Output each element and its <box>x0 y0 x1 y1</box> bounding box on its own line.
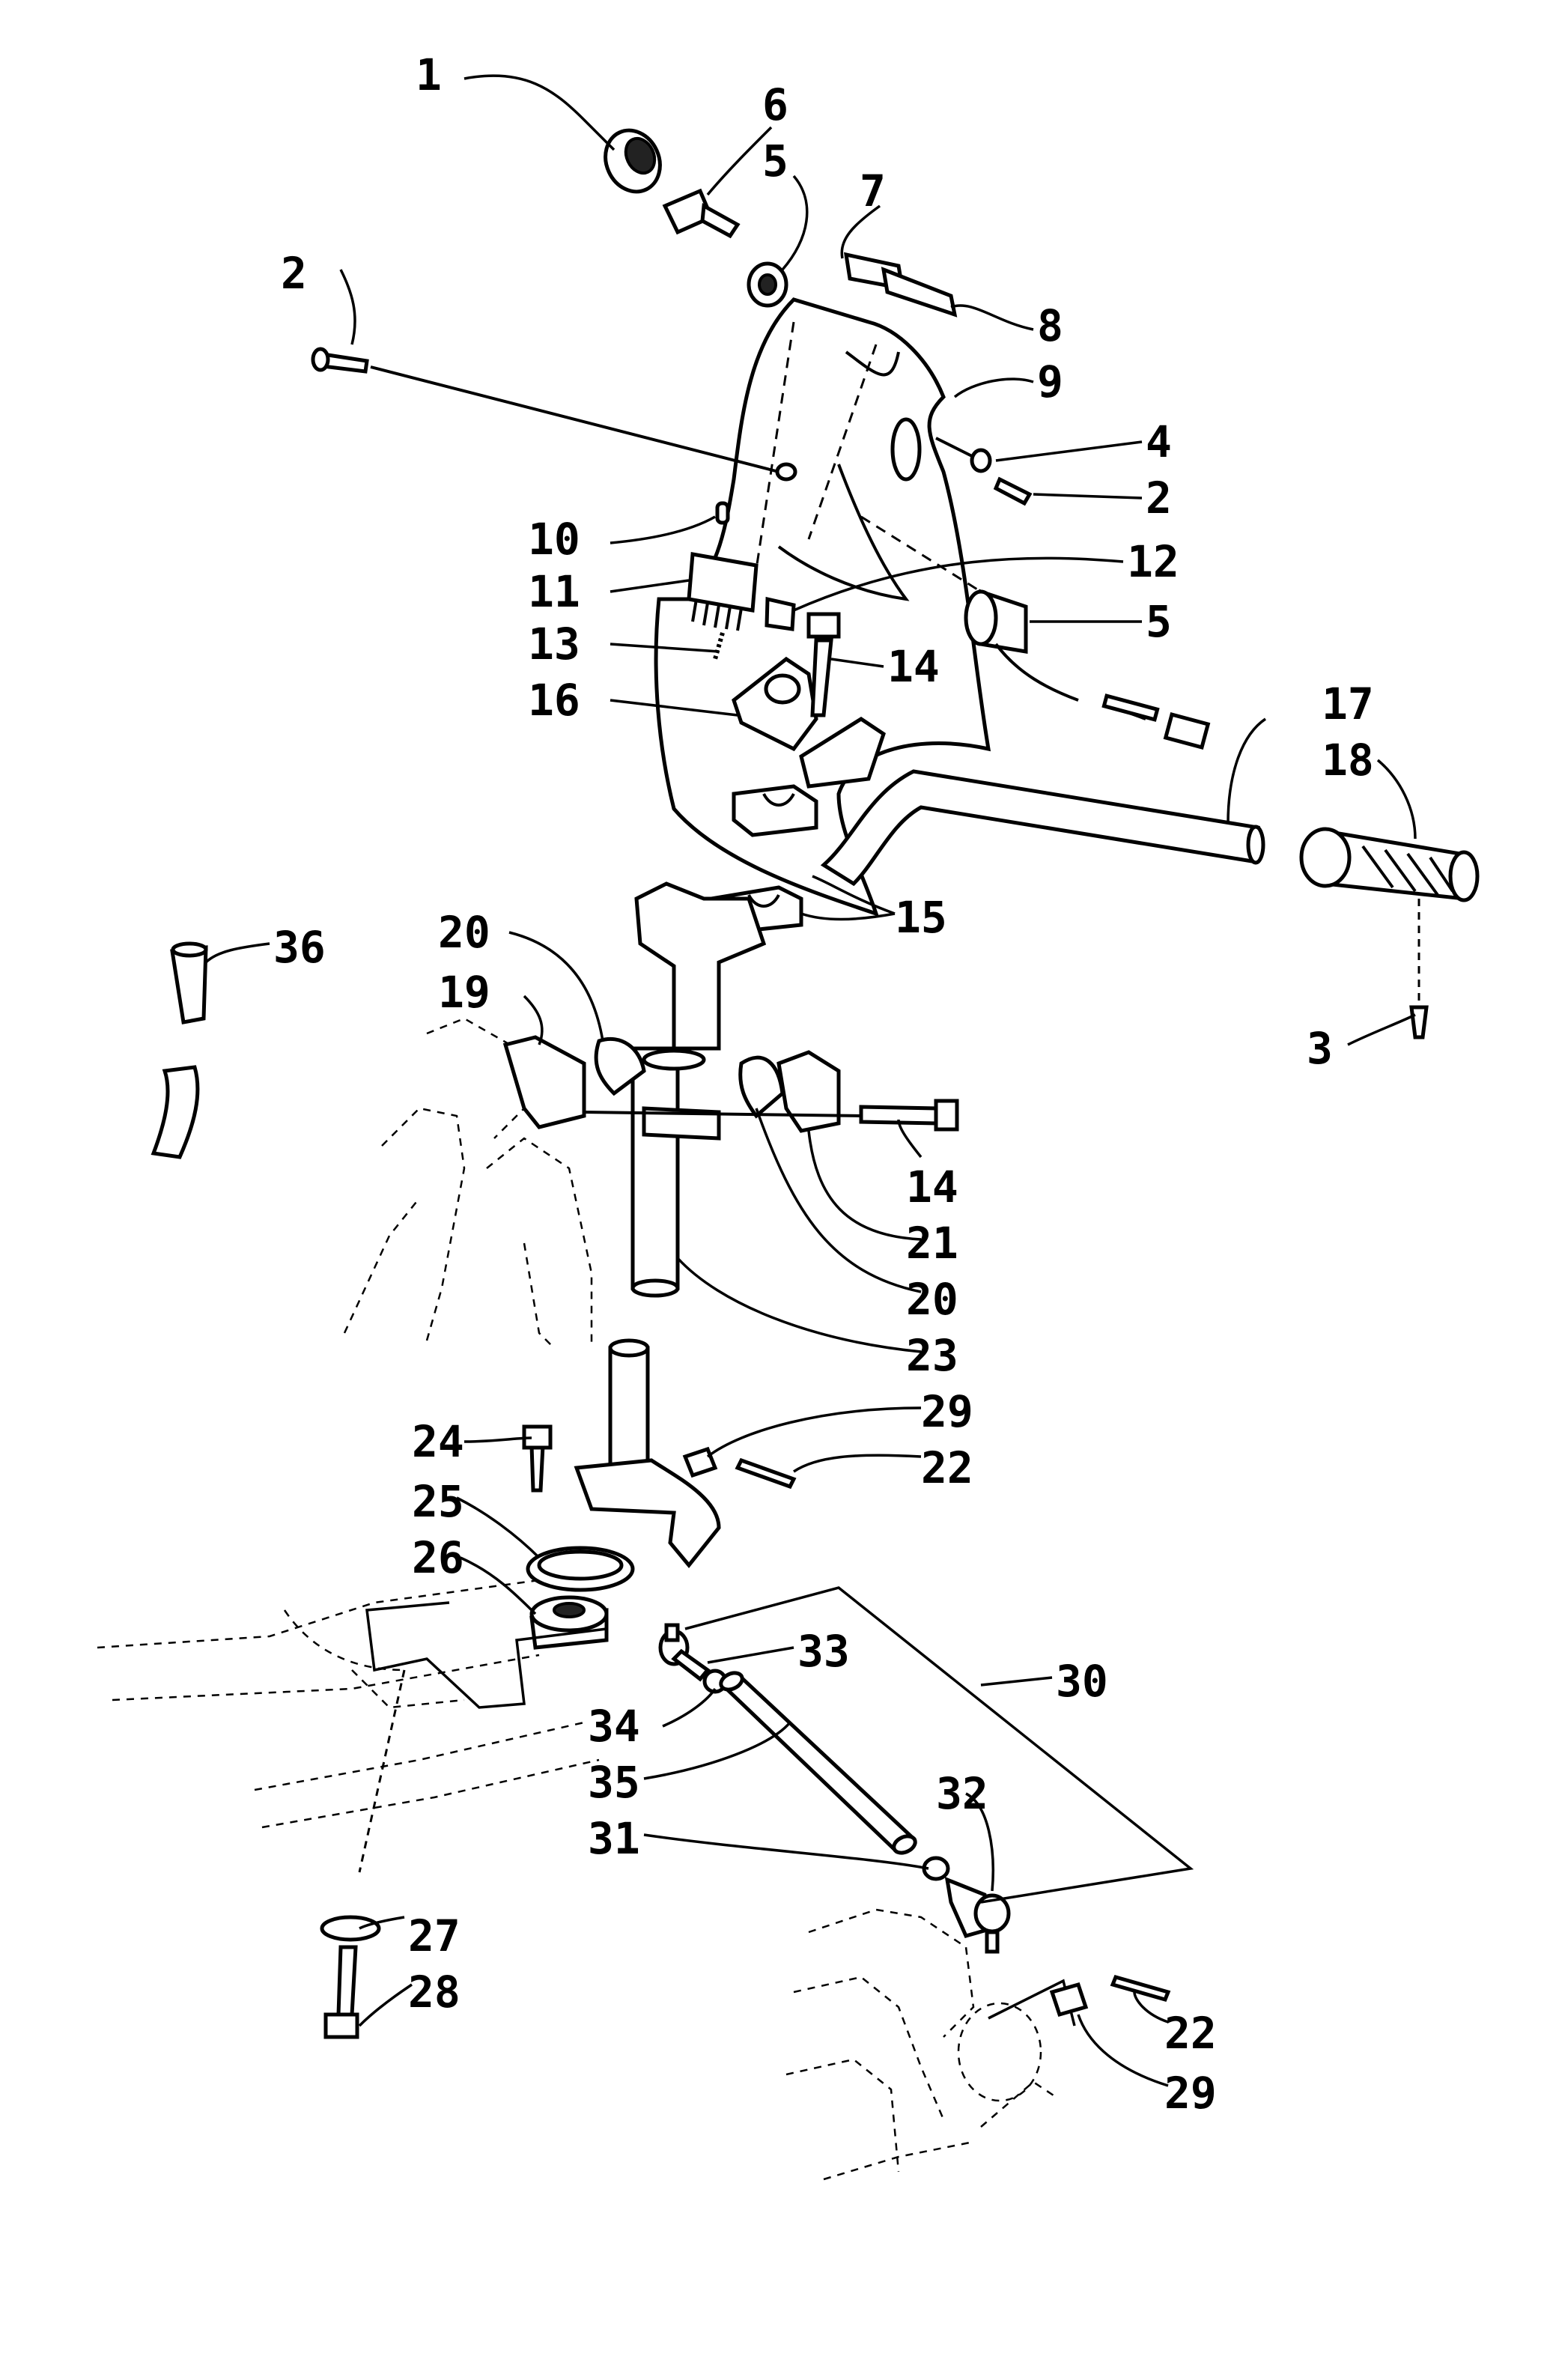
label-27: 27 <box>408 1910 461 1961</box>
label-5-lower: 5 <box>1146 596 1172 647</box>
label-32: 32 <box>936 1768 988 1819</box>
label-6: 6 <box>762 79 788 130</box>
label-29-upper: 29 <box>921 1386 973 1437</box>
label-20-upper: 20 <box>438 907 490 958</box>
part-20-bushing-right <box>738 1055 785 1119</box>
label-17: 17 <box>1322 679 1374 729</box>
label-1: 1 <box>416 49 442 100</box>
lower-steering-shaft <box>574 1338 721 1568</box>
label-8: 8 <box>1037 300 1063 351</box>
part-8-indicator-lens <box>881 267 958 318</box>
label-9: 9 <box>1037 356 1063 407</box>
label-36: 36 <box>273 922 326 973</box>
part-22-cotter-lower <box>1110 1974 1171 2003</box>
label-34: 34 <box>588 1701 640 1752</box>
part-11-switch <box>687 552 759 631</box>
label-3: 3 <box>1307 1023 1333 1074</box>
bolt-axis-lower <box>358 1669 406 1873</box>
label-14-upper: 14 <box>887 641 940 692</box>
part-4-washer <box>970 448 992 473</box>
part-33-tie-rod-end <box>658 1623 711 1682</box>
part-5-kill-switch <box>860 515 1211 750</box>
part-29-nut-lower <box>1049 1982 1089 2018</box>
label-7: 7 <box>860 166 886 216</box>
part-14-upper-bolt <box>806 612 841 717</box>
part-23-steering-post <box>630 881 767 1298</box>
label-30: 30 <box>1056 1656 1108 1707</box>
part-19-clamp <box>502 1035 586 1129</box>
part-36-hose <box>151 941 208 1159</box>
label-11: 11 <box>528 566 580 617</box>
part-24-bolt <box>522 1424 553 1493</box>
frame-ghost-left <box>343 1017 593 1349</box>
label-19: 19 <box>438 967 490 1018</box>
part-21-clamp <box>776 1050 841 1133</box>
label-33: 33 <box>797 1626 850 1677</box>
part-1-cap <box>604 128 662 194</box>
part-17-handlebar <box>820 769 1265 887</box>
part-14-lower-bolt <box>583 1099 959 1132</box>
part-13-pin <box>713 632 725 660</box>
part-20-bushing-left <box>594 1036 646 1096</box>
label-4: 4 <box>1146 416 1172 467</box>
leader-lines <box>204 74 1417 2087</box>
label-22-upper: 22 <box>921 1442 973 1493</box>
label-25: 25 <box>412 1476 464 1527</box>
part-labels: 1 6 5 7 2 8 9 4 2 10 12 11 5 13 14 16 17… <box>273 49 1374 2119</box>
label-2-right: 2 <box>1146 473 1172 523</box>
label-31: 31 <box>588 1813 640 1864</box>
label-10: 10 <box>528 514 580 565</box>
label-29-lower: 29 <box>1164 2068 1217 2119</box>
part-5-ring <box>747 261 788 308</box>
part-35-tie-rod <box>719 1671 917 1855</box>
part-22-cotter-upper <box>735 1457 797 1490</box>
kit-bracket-30 <box>684 1586 1194 1904</box>
part-2-short-screw <box>935 437 1033 506</box>
part-2-long-screw <box>311 347 779 473</box>
label-13: 13 <box>528 619 580 670</box>
part-27-washer <box>320 1915 381 1942</box>
label-24: 24 <box>412 1416 464 1467</box>
frame-ghost-lower <box>97 1579 600 1829</box>
label-16: 16 <box>528 675 580 726</box>
label-2-left: 2 <box>281 248 307 299</box>
label-35: 35 <box>588 1757 640 1808</box>
label-21: 21 <box>906 1218 958 1269</box>
label-22-lower: 22 <box>1164 2008 1217 2059</box>
part-16-bracket <box>732 656 886 789</box>
part-25-ring <box>526 1546 635 1592</box>
part-10-pin <box>715 501 730 525</box>
part-28-bolt <box>323 1945 359 2039</box>
label-28: 28 <box>408 1967 461 2018</box>
label-23: 23 <box>906 1330 958 1381</box>
label-20-lower: 20 <box>906 1274 958 1325</box>
part-32-tie-rod-end <box>944 1877 1011 1954</box>
part-26-bearing <box>529 1595 609 1650</box>
routing-line-lower-left <box>365 1601 607 1709</box>
label-12: 12 <box>1127 536 1179 587</box>
label-15: 15 <box>895 892 947 943</box>
part-6-key <box>662 188 741 239</box>
label-26: 26 <box>412 1532 464 1583</box>
part-18-grip <box>1299 827 1480 902</box>
part-12-switch-plate <box>765 596 796 631</box>
part-15-upper-clamp <box>732 784 818 837</box>
label-5-upper: 5 <box>762 136 788 186</box>
label-14-lower: 14 <box>906 1162 958 1212</box>
spindle-ghost <box>785 1908 1057 2181</box>
label-18: 18 <box>1322 735 1374 786</box>
